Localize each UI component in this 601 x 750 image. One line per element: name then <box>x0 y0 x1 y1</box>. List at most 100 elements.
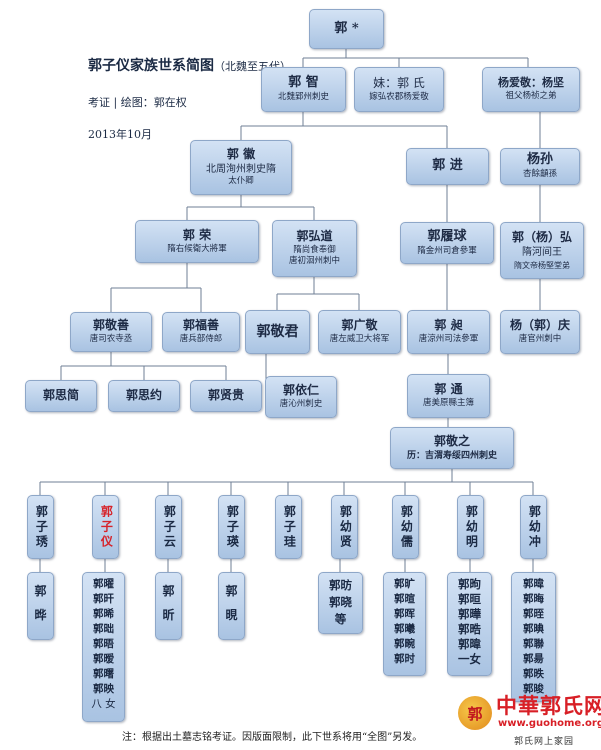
node-sub: 唐沁州刺史 <box>279 399 323 410</box>
node-sub: 唐兵部侍郎 <box>179 334 223 345</box>
node-sub: 北魏郢州刺史 <box>277 92 329 103</box>
grandchild: 晛 <box>225 608 238 622</box>
node-name: 郭弘道 <box>296 228 333 243</box>
node-guochang: 郭 昶唐涼州司法參軍 <box>407 310 490 354</box>
logo-url: www.guohome.org <box>498 718 601 729</box>
node-sub: 历：吉渭寿绥四州刺史 <box>406 450 497 461</box>
grandchild: 晔 <box>34 608 47 622</box>
node-guotong: 郭 通唐美原縣主簿 <box>407 374 490 418</box>
grandchild: 郭曄 <box>458 607 481 621</box>
grandchild: 郭 <box>225 584 238 598</box>
site-logo: 郭 中華郭氏网 www.guohome.org 郭氏网上家园 <box>458 688 601 748</box>
node-name: 杨（郭）庆 <box>509 318 570 333</box>
node-name: 杨爱敬：杨坚 <box>498 76 564 90</box>
grandchild: 一女 <box>458 652 481 666</box>
logo-caption: 郭氏网上家园 <box>514 737 575 747</box>
node-name: 郭 荣 <box>182 227 212 242</box>
node-guojin: 郭 进 <box>406 148 489 185</box>
grandchild: 郭晦 <box>523 593 544 605</box>
grandchild: 昕 <box>162 608 175 622</box>
node-name: 郭广敬 <box>341 318 378 333</box>
grandchild: 郭曜 <box>93 578 114 590</box>
node-yangaijing: 杨爱敬：杨坚祖父杨祯之弟 <box>482 67 580 112</box>
grandchild: 郭旷 <box>394 578 415 590</box>
son-box: 郭幼贤 <box>331 495 358 559</box>
grandchildren-list: 郭暐 郭晦 郭晊 郭晪 郭聯 郭昜 郭昳 郭晙 <box>511 572 556 702</box>
node-guoguangjing: 郭广敬唐左威卫大将军 <box>318 310 401 354</box>
node-name: 郭履球 <box>427 228 467 244</box>
node-root: 郭 * <box>309 9 384 49</box>
son-name: 郭幼儒 <box>399 504 414 550</box>
son-box: 郭子珪 <box>275 495 302 559</box>
node-sub: 唐司农寺丞 <box>89 334 133 345</box>
node-guojingzhi: 郭敬之历：吉渭寿绥四州刺史 <box>390 427 514 469</box>
grandchild: 郭暄 <box>394 593 415 605</box>
node-sub: 祖父杨祯之弟 <box>505 90 557 101</box>
grandchild: 八 女 <box>91 698 116 710</box>
node-meishi: 妹：郭 氏嫁弘农郡杨爱敬 <box>354 67 444 112</box>
son-box: 郭子云 <box>155 495 182 559</box>
grandchild: 郭暐 <box>458 637 481 651</box>
node-yangsun: 杨孙杏餘龥孫 <box>500 148 580 185</box>
grandchild: 郭昫 <box>458 577 481 591</box>
node-sub: 隋尚食奉御 <box>293 244 336 255</box>
son-box: 郭子琇 <box>27 495 54 559</box>
grandchild: 郭晪 <box>523 623 544 635</box>
grandchild: 郭晤 <box>93 638 114 650</box>
node-guoyiren: 郭依仁唐沁州刺史 <box>265 376 337 418</box>
node-sub2: 唐初洄州刺中 <box>288 256 340 267</box>
son-box: 郭幼明 <box>457 495 484 559</box>
node-name: 郭思约 <box>125 388 162 403</box>
node-name: 郭敬君 <box>256 323 299 340</box>
grandchild: 郭旰 <box>93 593 114 605</box>
grandchild: 郭暧 <box>93 653 114 665</box>
grandchild: 郭聯 <box>523 638 544 650</box>
node-name: 妹：郭 氏 <box>373 75 425 90</box>
grandchild: 郭晖 <box>394 608 415 620</box>
grandchild: 郭时 <box>394 653 415 665</box>
node-name: 郭敬善 <box>92 318 129 333</box>
grandchild: 等 <box>334 612 347 626</box>
son-name: 郭子瑛 <box>225 504 240 550</box>
grandchild: 郭映 <box>93 683 114 695</box>
grandchildren-list: 郭旷 郭暄 郭晖 郭曦 郭畹 郭时 <box>383 572 426 676</box>
grandchild: 郭晓 <box>329 595 352 609</box>
son-name: 郭幼冲 <box>527 504 542 550</box>
node-guorong: 郭 荣隋右候衛大將軍 <box>135 220 259 263</box>
node-name: 郭贤贵 <box>207 388 244 403</box>
node-sub: 隋河间王 <box>522 247 562 259</box>
grandchild: 郭晅 <box>458 592 481 606</box>
node-sub: 杏餘龥孫 <box>522 169 557 180</box>
grandchild: 郭昉 <box>329 578 352 592</box>
node-name: 郭福善 <box>182 318 219 333</box>
grandchildren-list: 郭 晛 <box>218 572 245 640</box>
node-name: 郭 通 <box>434 382 463 397</box>
son-box: 郭幼冲 <box>520 495 547 559</box>
grandchild: 郭晙 <box>523 683 544 695</box>
date-text: 2013年10月 <box>88 128 152 141</box>
node-sub: 嫁弘农郡杨爱敬 <box>369 91 429 102</box>
grandchild: 郭曙 <box>93 668 114 680</box>
node-sub2: 太仆卿 <box>228 176 254 187</box>
grandchild: 郭晊 <box>523 608 544 620</box>
footnote: 注：根据出土墓志铭考证。因版面限制，此下世系将用“全图”另发。 <box>122 732 423 743</box>
chart-title-main: 郭子仪家族世系简图 <box>88 58 214 74</box>
credit-text: 考证 | 绘图：郭在权 <box>88 96 187 109</box>
son-name: 郭子云 <box>162 504 177 550</box>
node-guozhi: 郭 智北魏郢州刺史 <box>261 67 346 112</box>
node-guosiyue: 郭思约 <box>108 380 180 412</box>
grandchildren-list: 郭昉 郭晓 等 <box>318 572 363 634</box>
grandchildren-list: 郭曜 郭旰 郭晞 郭昢 郭晤 郭暧 郭曙 郭映 八 女 <box>82 572 125 722</box>
node-guojingshan: 郭敬善唐司农寺丞 <box>70 312 152 352</box>
node-name: 郭 进 <box>432 158 463 174</box>
son-name: 郭子珪 <box>282 504 297 550</box>
node-name: 郭（杨）弘 <box>511 230 572 245</box>
grandchildren-list: 郭 昕 <box>155 572 182 640</box>
grandchild: 郭畹 <box>394 638 415 650</box>
node-sub: 唐涼州司法參軍 <box>418 334 479 345</box>
son-name: 郭幼贤 <box>338 504 353 550</box>
node-guoyanghong: 郭（杨）弘隋河间王隋文帝杨堅堂弟 <box>500 222 584 279</box>
seal-logo-icon: 郭 <box>458 696 492 730</box>
grandchild: 郭昢 <box>93 623 114 635</box>
grandchildren-list: 郭 晔 <box>27 572 54 640</box>
